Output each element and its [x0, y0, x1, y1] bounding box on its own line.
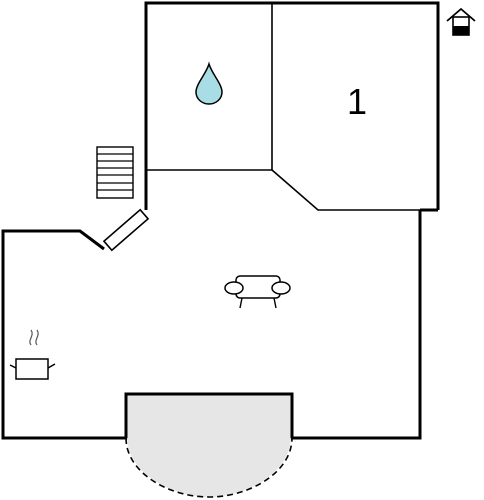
bay-window — [124, 392, 294, 498]
door-icon — [102, 208, 150, 252]
upper-wing-walls — [144, 1, 440, 210]
bedroom-bottom-wall — [271, 169, 438, 211]
house-icon — [446, 7, 476, 36]
cooking-pot-icon — [9, 329, 56, 380]
bay-window-outline — [125, 437, 293, 498]
bedroom-number-label: 1 — [347, 81, 367, 122]
sofa-icon — [224, 275, 291, 309]
stairs-icon — [96, 146, 134, 199]
water-drop-icon — [195, 61, 223, 105]
